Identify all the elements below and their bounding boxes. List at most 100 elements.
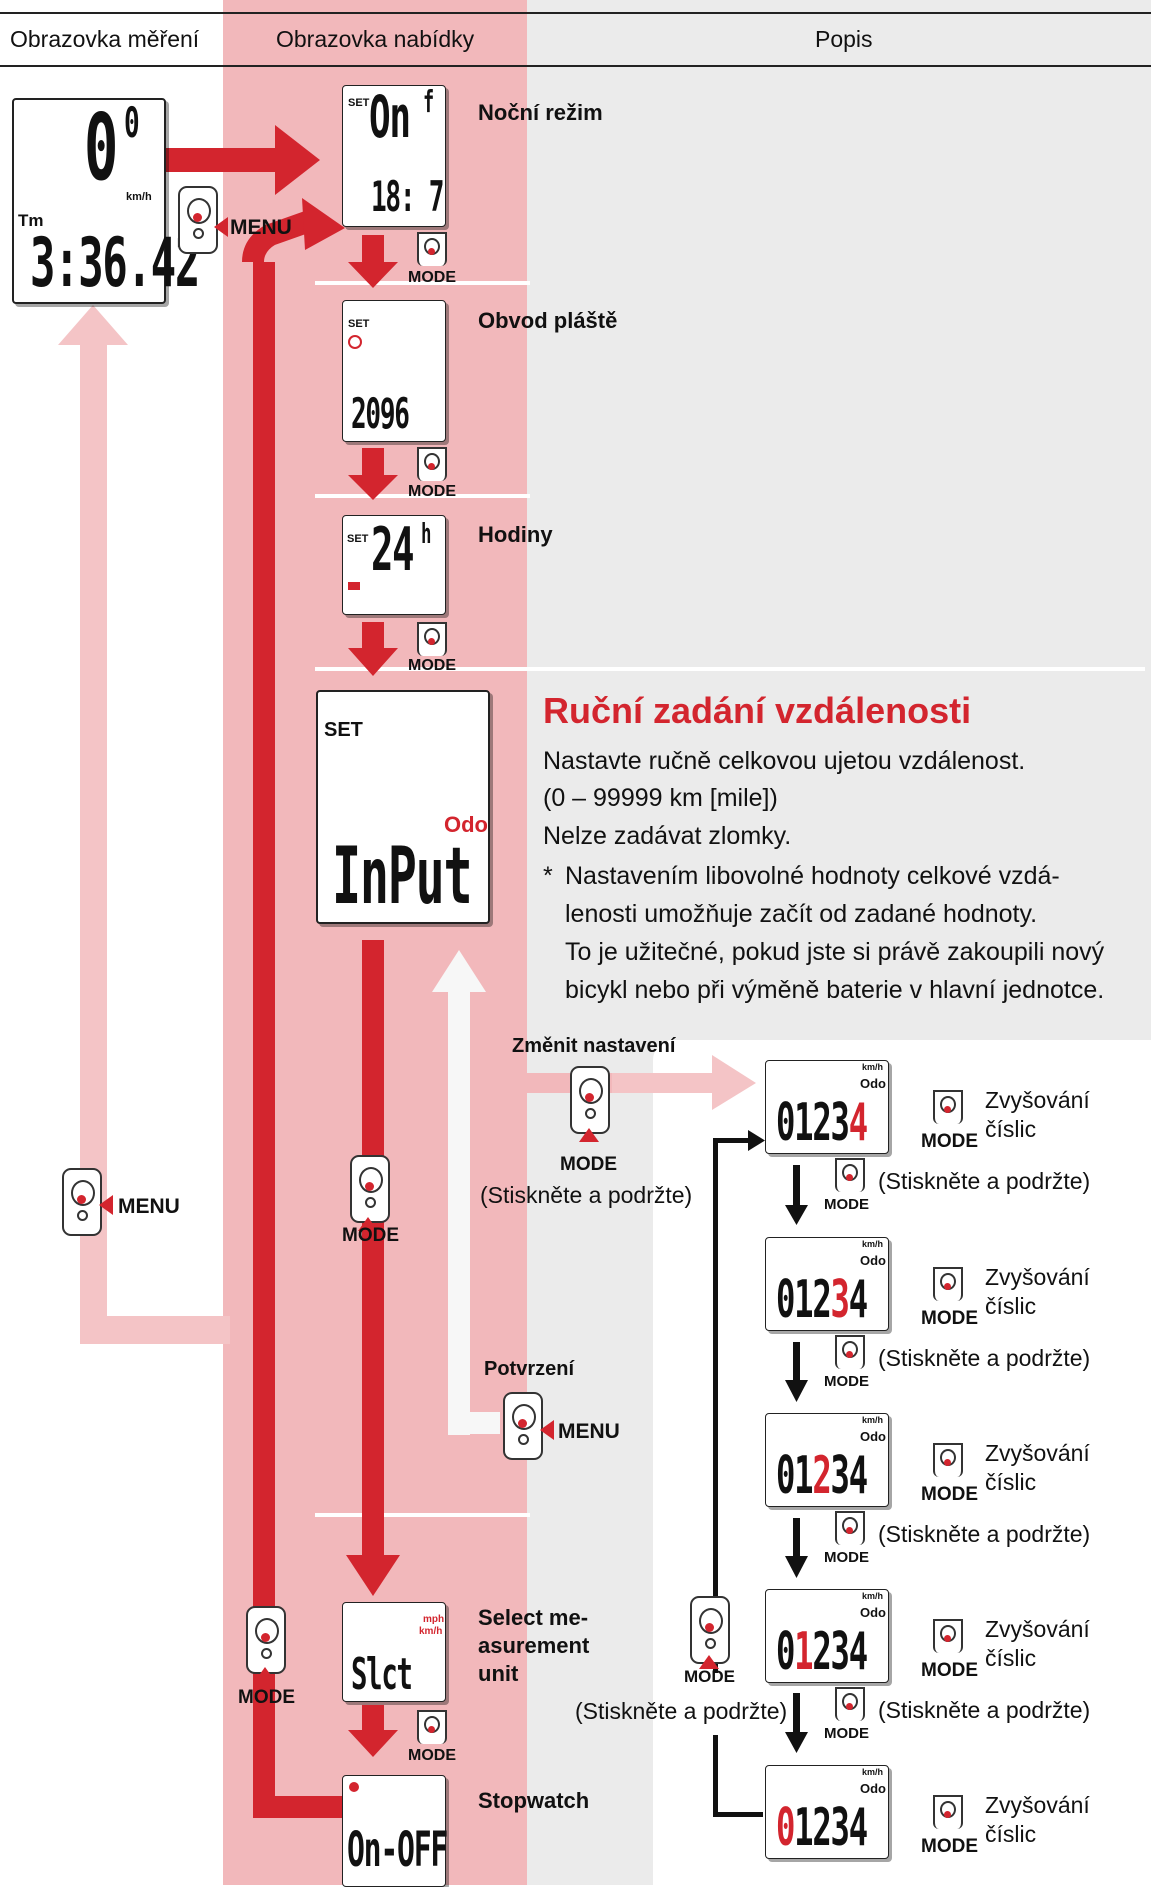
mode-pointer-icon (579, 1128, 599, 1142)
increase-label-2: číslic (985, 1116, 1037, 1142)
odo-digit: 4 (848, 1270, 868, 1330)
mode-pointer-icon (358, 1217, 378, 1231)
odo-mode-device[interactable] (690, 1596, 730, 1664)
odo-step-odo: Odo (860, 1605, 886, 1620)
mode-label[interactable]: MODE (921, 1484, 978, 1505)
mode-label[interactable]: MODE (921, 1308, 978, 1329)
mode-pointer-icon (699, 1655, 719, 1669)
divider (315, 667, 1145, 671)
menu-pointer-icon (99, 1195, 113, 1215)
change-hold: (Stiskněte a podržte) (480, 1182, 693, 1208)
odo-digit: 0 (776, 1798, 795, 1858)
mode-mini-icon (835, 1335, 865, 1369)
odo-digit: 2 (812, 1798, 831, 1858)
speed-unit: km/h (126, 191, 152, 203)
increase-label: Zvyšování (985, 1087, 1090, 1113)
divider (315, 1513, 530, 1517)
stopwatch-title: Stopwatch (478, 1788, 590, 1813)
divider (315, 281, 530, 285)
change-mode-label[interactable]: MODE (560, 1154, 617, 1175)
odo-digit: 3 (830, 1798, 850, 1858)
mode-label[interactable]: MODE (408, 483, 456, 500)
menu-pointer-icon (540, 1420, 554, 1440)
odo-digit: 0 (776, 1622, 795, 1682)
stopwatch-lcd: On-OFF (342, 1775, 448, 1887)
mode-label[interactable]: MODE (921, 1836, 978, 1857)
confirm-menu-device[interactable] (503, 1392, 543, 1460)
odo-digit: 0 (776, 1446, 795, 1506)
mode-mini-icon (933, 1090, 963, 1124)
header-bottom-rule (0, 65, 1151, 67)
hold-label: (Stiskněte a podržte) (878, 1521, 1091, 1547)
mode-mini-icon (933, 1267, 963, 1301)
mode-label[interactable]: MODE (408, 1747, 456, 1764)
change-mode-device[interactable] (570, 1066, 610, 1134)
mode-mini-icon (417, 1710, 447, 1744)
odo-step-unit: km/h (862, 1239, 884, 1249)
odo-digit: 3 (830, 1270, 850, 1330)
mode-label[interactable]: MODE (824, 1549, 869, 1566)
odo-heading: Ruční zadání vzdálenosti (543, 690, 972, 731)
night-bottom: 18: 7 (371, 172, 444, 221)
set-label: SET (348, 97, 370, 109)
mode-label[interactable]: MODE (921, 1131, 978, 1152)
slct-title: Select me- asurement unit (478, 1604, 589, 1688)
slct-unit2: km/h (419, 1626, 443, 1637)
odo-digit: 0 (776, 1270, 795, 1330)
clock-title: Hodiny (478, 522, 553, 547)
mode-mini-icon (835, 1158, 865, 1192)
stopwatch-icon (349, 1782, 359, 1792)
mode-device[interactable] (350, 1155, 390, 1223)
menu-button-label-2[interactable]: MENU (118, 1195, 180, 1218)
odo-digit: 4 (848, 1446, 868, 1506)
menu-button-label[interactable]: MENU (230, 216, 292, 239)
header-measure: Obrazovka měření (10, 26, 200, 52)
odo-note3: To je užitečné, pokud jste si právě zako… (565, 938, 1105, 966)
header-top-rule (0, 12, 1151, 14)
odo-mode-label[interactable]: MODE (684, 1667, 735, 1686)
increase-label-2: číslic (985, 1469, 1037, 1495)
mode-label[interactable]: MODE (921, 1660, 978, 1681)
mode-label[interactable]: MODE (408, 657, 456, 674)
mode-mini-icon (835, 1511, 865, 1545)
input-value: InPut (332, 832, 473, 922)
increase-label: Zvyšování (985, 1792, 1090, 1818)
mode-label[interactable]: MODE (408, 269, 456, 286)
night-top: On (369, 83, 411, 151)
hold-label: (Stiskněte a podržte) (878, 1345, 1091, 1371)
slct-lcd: mph km/h Slct (342, 1602, 446, 1702)
speed-value: 0 (84, 94, 118, 201)
change-label: Změnit nastavení (512, 1035, 676, 1057)
odo-digit: 3 (830, 1446, 850, 1506)
odo-digit: 1 (794, 1270, 813, 1330)
night-lcd: SET On f 18: 7 (342, 85, 446, 227)
confirm-menu-label[interactable]: MENU (558, 1420, 620, 1443)
odo-step-unit: km/h (862, 1062, 884, 1072)
mode-label[interactable]: MODE (342, 1225, 399, 1246)
mode-label[interactable]: MODE (824, 1725, 869, 1742)
odo-note-star: * (543, 862, 553, 890)
left-mode-device[interactable] (246, 1606, 286, 1674)
odo-step-digits: 01234 (776, 1802, 868, 1854)
header-menu: Obrazovka nabídky (276, 26, 475, 52)
menu-device[interactable] (178, 186, 218, 254)
odo-digit: 4 (848, 1622, 868, 1682)
confirm-label: Potvrzení (484, 1358, 575, 1380)
input-odo: Odo (444, 812, 488, 837)
menu-device-2[interactable] (62, 1168, 102, 1236)
left-mode-label[interactable]: MODE (238, 1687, 295, 1708)
tire-value: 2096 (351, 389, 410, 438)
odo-digit: 4 (848, 1093, 868, 1153)
input-lcd: SET Odo InPut (316, 690, 490, 924)
speed-sup: 0 (124, 98, 140, 147)
increase-label: Zvyšování (985, 1616, 1090, 1642)
odo-step-digits: 01234 (776, 1450, 868, 1502)
increase-label: Zvyšování (985, 1264, 1090, 1290)
mode-label[interactable]: MODE (824, 1196, 869, 1213)
hold-label: (Stiskněte a podržte) (878, 1168, 1091, 1194)
mode-label[interactable]: MODE (824, 1373, 869, 1390)
